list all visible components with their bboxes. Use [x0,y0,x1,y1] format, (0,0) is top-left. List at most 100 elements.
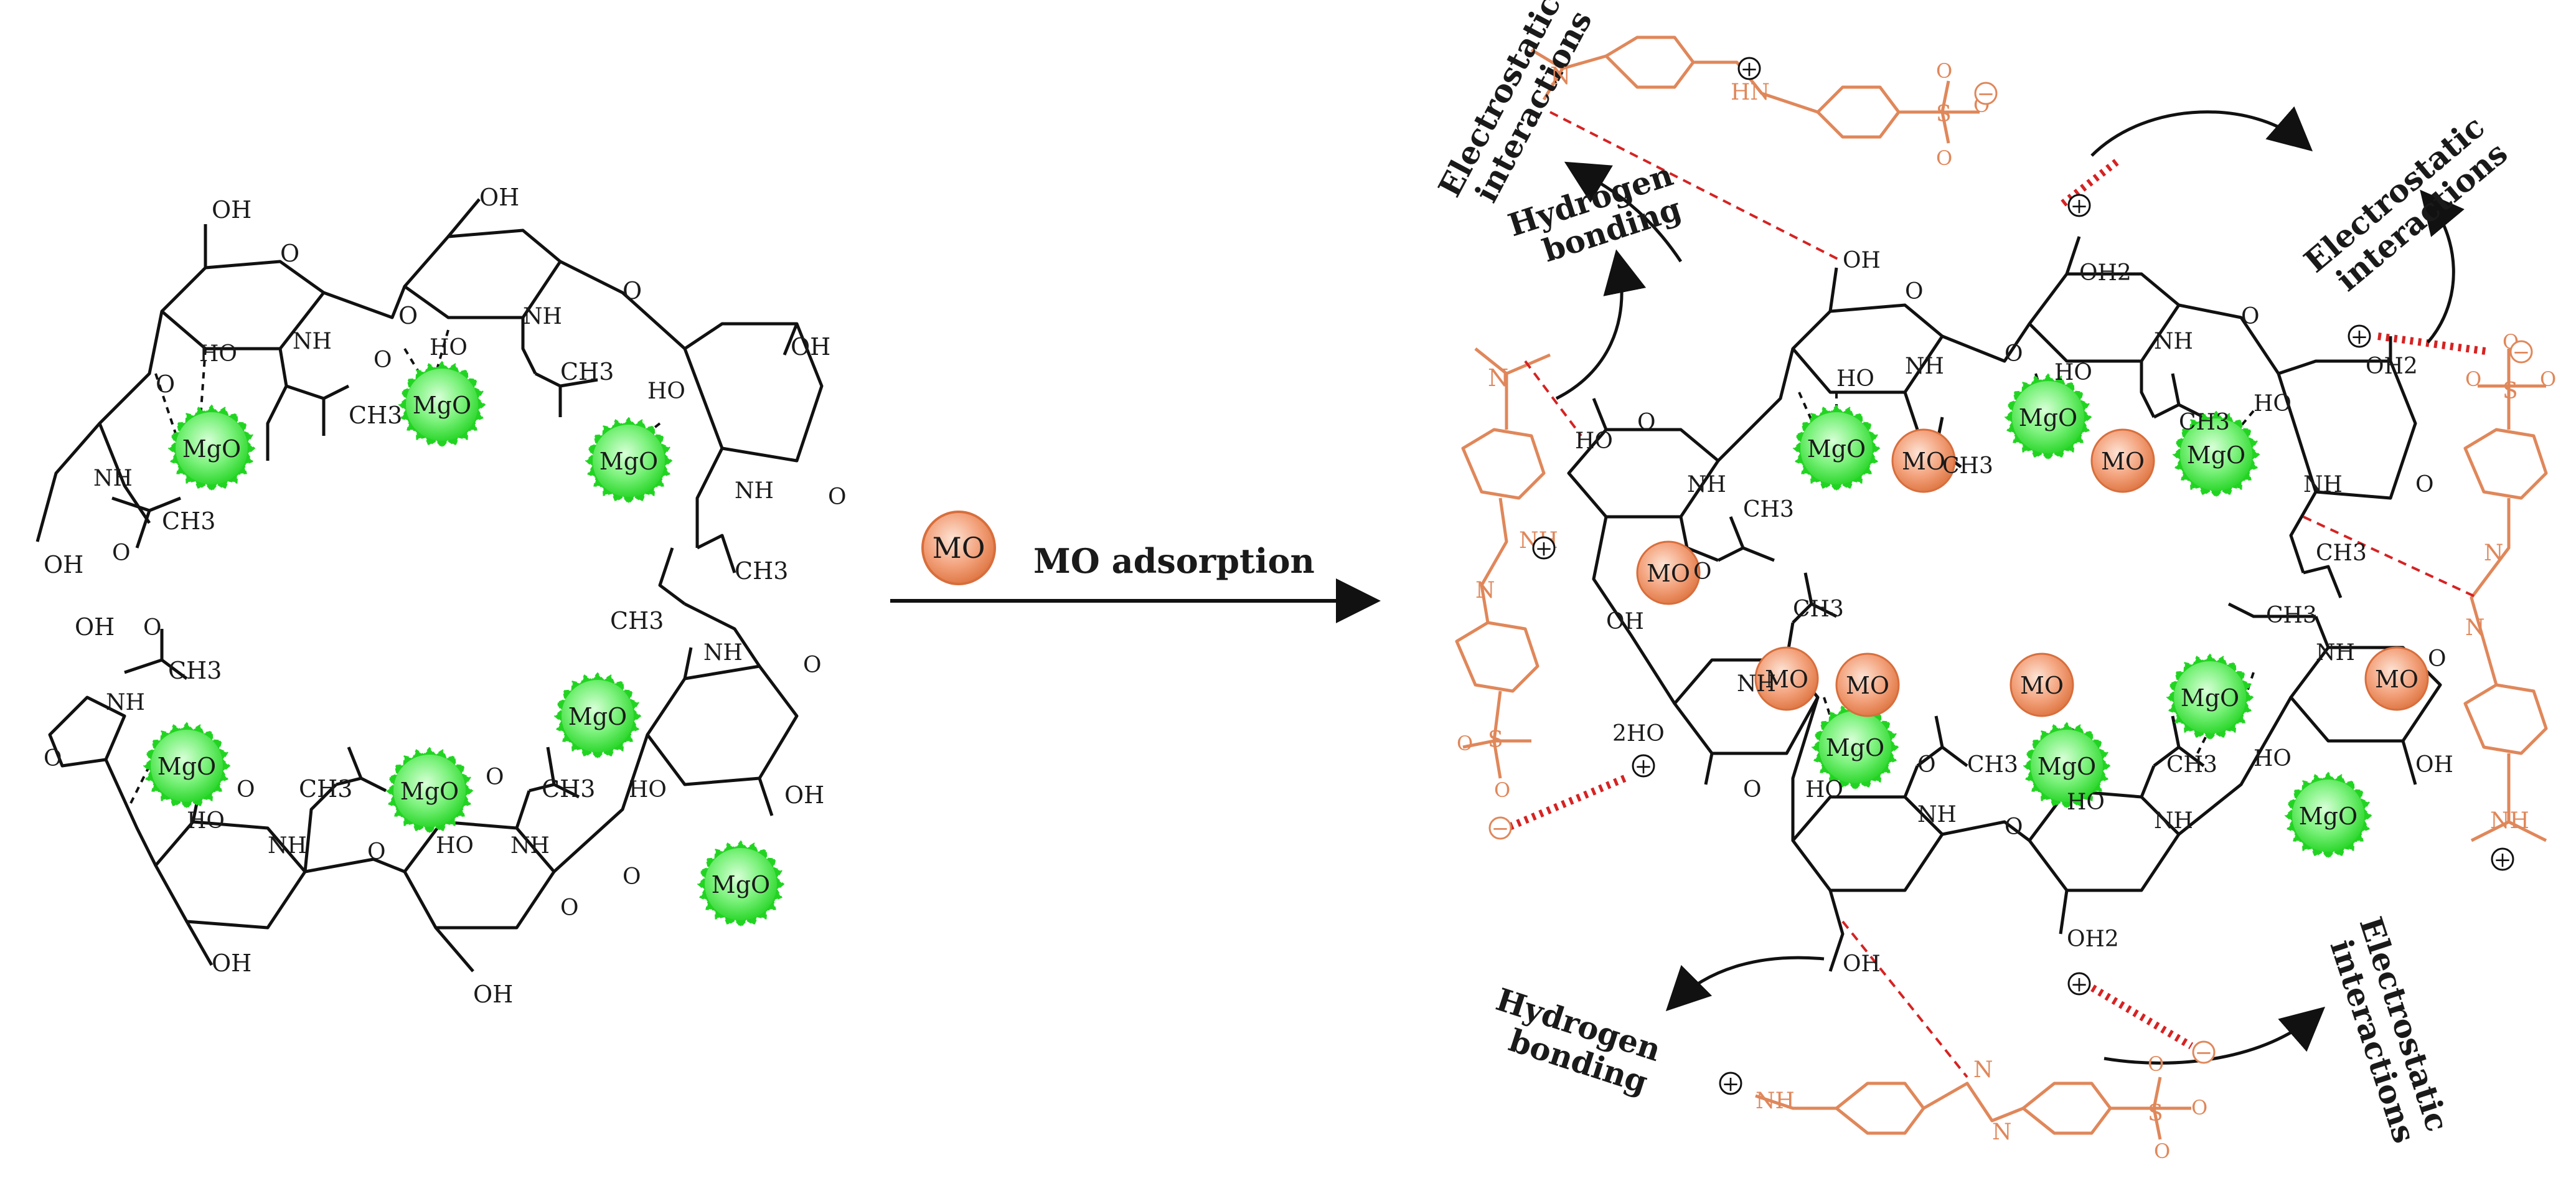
mo-label: MO [1902,448,1945,475]
benzene-ring [1461,428,1546,500]
reaction-caption: MO adsorption [1033,541,1315,581]
group-label: HO [2254,746,2292,771]
mgo-core [406,369,478,441]
group-label: CH3 [299,775,352,803]
mgo-label: MgO [2019,404,2077,431]
mgo-label: MgO [400,778,459,805]
group-label: O [560,895,579,921]
charge-sign: − [1977,82,1995,106]
group-label: CH3 [1793,596,1844,622]
group-label: CH3 [542,775,595,803]
hydrogen-bonding-label-bottom: Hydrogen bonding [1492,981,1665,1101]
benzene-ring [2463,683,2548,755]
group-label: O [2148,1052,2164,1076]
group-label: O [280,240,299,267]
mgo-core [176,412,248,484]
group-label: N [1973,1057,1993,1083]
benzene-ring [1604,35,1695,89]
group-label: HO [436,833,474,859]
mgo-nanoparticle: MgO [697,840,785,928]
mgo-label: MgO [1807,435,1866,463]
charge-sign: + [1741,57,1759,82]
charge-circle [1737,57,1761,80]
mo-molecule-sphere: MO [1891,428,1956,493]
group-label: O [2005,341,2023,367]
group-label: NH [268,833,307,859]
negative-charge: − [2192,1040,2216,1065]
mo-molecule-sphere: MO [1754,646,1819,711]
charge-sign: + [2494,847,2512,872]
charge-circle [2509,340,2533,364]
mo-sphere [1891,428,1956,493]
charge-sign: + [1635,754,1653,779]
group-label: S [1936,101,1952,127]
group-label: 2HO [1612,721,1665,747]
positive-charge: + [1737,57,1761,82]
group-label: OH [2415,752,2453,778]
group-label: OH2 [2079,260,2132,286]
group-label: O [143,615,162,641]
group-label: N [1488,364,1508,392]
group-label: OH [479,184,519,211]
mgo-label: MgO [568,703,627,730]
group-label: NH [106,690,145,715]
mgo-core [562,680,634,752]
group-label: N [1992,1119,2012,1145]
group-label: OH [473,981,513,1008]
mo-legend-sphere [921,511,996,585]
group-label: O [1936,59,1952,83]
group-label: NH [1756,1088,1795,1114]
mgo-nanoparticle: MgO [1792,404,1881,492]
benzene-ring [1835,1081,1925,1135]
mo-sphere [1754,646,1819,711]
group-label: O [367,839,386,865]
mgo-nanoparticle: MgO [2166,653,2254,742]
group-label: O [828,484,847,510]
group-label: N [2484,540,2504,566]
group-label: CH3 [2316,540,2367,566]
group-label: O [2154,1139,2170,1163]
benzene-ring [1816,85,1901,139]
mgo-nanoparticle: MgO [385,747,474,835]
mo-sphere [2364,646,2429,711]
sugar-ring [2277,359,2417,500]
mgo-label: MgO [413,392,471,419]
mo-label: MO [1647,560,1690,587]
group-label: O [486,765,504,790]
group-label: CH3 [162,507,215,535]
mo-label: MO [1846,672,1889,699]
mgo-nanoparticle: MgO [2172,410,2260,499]
mgo-core [1800,412,1873,484]
charge-sign: + [1722,1072,1740,1096]
mgo-label: MgO [2299,803,2357,830]
group-label: O [1637,410,1656,435]
positive-charge: + [2491,847,2514,872]
group-label: O [1457,732,1473,755]
group-label: O [2191,1096,2207,1119]
group-label: O [2241,304,2260,329]
group-label: HO [1575,428,1613,454]
group-label: O [1693,559,1712,585]
mo-molecule-sphere: MO [1636,540,1701,605]
mo-sphere [2010,653,2074,717]
charge-circle [1974,82,1998,105]
group-label: NH [1737,671,1776,697]
group-label: NH [735,478,774,504]
charge-circle [1488,816,1512,840]
group-label: O [1936,146,1952,170]
group-label: HO [1805,777,1843,803]
mgo-nanoparticle: MgO [2284,771,2372,860]
mgo-label: MgO [2187,441,2245,469]
group-label: NH [2303,472,2343,497]
group-label: O [112,540,131,566]
group-label: CH3 [1967,752,2018,778]
mo-loaded-composite [1567,236,2442,972]
group-label: O [237,777,255,803]
group-label: O [2428,646,2447,672]
group-label: S [2503,379,2518,404]
group-label: OH [1843,951,1881,977]
sugar-ring [646,664,799,786]
